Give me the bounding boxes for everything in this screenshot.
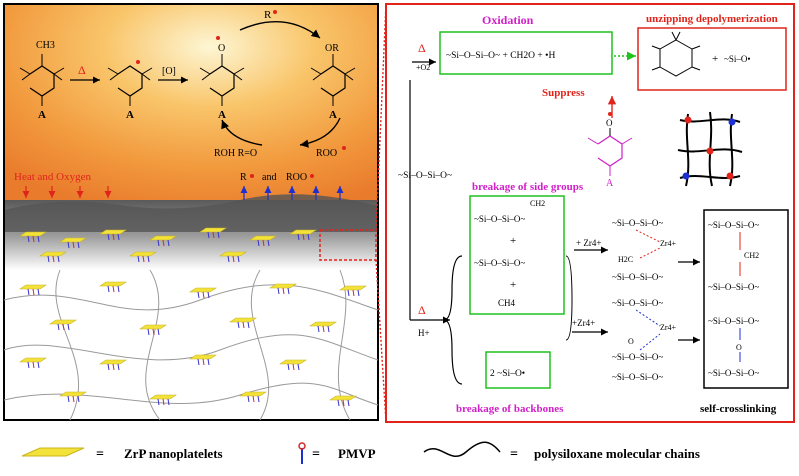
crosslink-product-box [703,209,789,389]
oxidation-title: Oxidation [482,13,534,27]
zr1-chain-top: ~Si–O–Si–O~ [612,218,663,228]
cyclic-siloxane [651,31,701,77]
backbone-product-formula: 2 ~Si–O• [490,369,525,379]
pmvp-legend-label: PMVP [338,446,376,461]
zr2-chain-top: ~Si–O–Si–O~ [612,298,663,308]
parent-chain-formula: ~Si–O–Si–O~ [398,171,452,181]
crosslink-chain-3: ~Si–O–Si–O~ [708,316,759,326]
tempo-molecule: O A [587,112,633,189]
alkoxyamine-or-label: OR [325,43,339,54]
crosslinking-title: self-crosslinking [700,403,777,415]
side-product-ch4: CH4 [498,298,516,308]
step1-arrow: Δ [70,63,100,84]
tempo-a-label: A [606,178,614,189]
heat-delta-label: Δ [78,63,86,77]
radicals-and-label: and [262,172,276,183]
substituent-a-4: A [329,109,337,121]
alkoxyamine-molecule: OR A [310,43,356,121]
nitroxide-o-label: O [218,43,225,54]
legend-equals-2: = [312,447,320,462]
side-groups-box [469,195,565,315]
crosslink-chain-2: ~Si–O–Si–O~ [708,282,759,292]
radicals-r-label: R [240,172,247,183]
legend-equals-3: = [510,447,518,462]
substituent-a-3: A [218,109,226,121]
chain-legend-swatch [423,441,501,458]
o2-label: +O2 [416,63,430,72]
pmvp-legend-swatch [298,442,306,464]
zr1-chain-bottom: ~Si–O–Si–O~ [612,272,663,282]
zr-complex-1: ~Si–O–Si–O~ Zr4+ H2C ~Si–O–Si–O~ [612,218,677,282]
flame-background [4,4,378,218]
right-panel: Oxidation unzipping depolymerization Δ +… [385,3,795,423]
zrp-legend-label: ZrP nanoplatelets [124,446,223,461]
zr2-chain-mid: ~Si–O–Si–O~ [612,352,663,362]
side-product-chain-1: ~Si–O–Si–O~ [474,214,525,224]
degradation-delta: Δ [418,303,426,317]
cyclic-plus: + [712,53,718,65]
zr2-bridge: Zr4+ [660,323,677,332]
oxidation-label: [O] [162,66,176,77]
radicals-roo-label: ROO [286,172,307,183]
zr1-bridge: Zr4+ [660,239,677,248]
crosslink-chain-4: ~Si–O–Si–O~ [708,368,759,378]
radical-r-label: R [264,9,272,21]
side-plus-2: + [510,279,516,291]
nitroxide-molecule: O A [199,36,245,121]
h-plus-label: H+ [418,328,430,338]
byproduct-label: ROH R=O [214,148,257,159]
side-product-chain-2: ~Si–O–Si–O~ [474,258,525,268]
tempo-o-label: O [606,118,613,128]
zoom-selection-box [319,229,377,261]
radicals-label-group: R and ROO [240,172,344,200]
oxidation-product-box [439,31,613,75]
side-product-ch2: CH2 [530,199,545,208]
polymer-matrix [4,270,378,420]
step2-arrow: [O] [158,66,188,84]
left-panel: CH3 A Δ A [O] O A OR A [3,3,379,421]
zrp-legend-swatch [21,447,85,457]
oxidation-delta: Δ [418,41,426,55]
unzipping-title: unzipping depolymerization [646,13,778,25]
left-panel-frame [3,3,379,421]
network-crosslink-icon [677,111,743,187]
methyl-label: CH3 [36,40,55,51]
backbones-title: breakage of backbones [456,403,564,415]
zr1-h2c: H2C [618,255,633,264]
heat-arrows [22,186,112,198]
zr2-chain-bottom: ~Si–O–Si–O~ [612,372,663,382]
crosslink-ch2: CH2 [744,251,759,260]
zoom-connector [375,3,387,423]
zr-complex-2: ~Si–O–Si–O~ Zr4+ O ~Si–O–Si–O~ ~Si–O–Si–… [612,298,677,382]
right-panel-frame [385,3,795,423]
zr-addition-1: + Zr4+ [576,238,601,248]
crosslink-o: O [736,343,742,352]
cyclic-radical-product: ~Si–O• [724,54,751,64]
radical-trap-arrow: R [239,9,321,39]
oxidation-product-formula: ~Si–O–Si–O~ + CH2O + •H [446,51,555,61]
legend: = ZrP nanoplatelets = PMVP = polysiloxan… [21,441,700,464]
heat-oxygen-label: Heat and Oxygen [14,171,91,183]
crosslink-chain-1: ~Si–O–Si–O~ [708,220,759,230]
chains-legend-label: polysiloxane molecular chains [534,446,700,461]
peroxy-radical-label: ROO [316,148,337,159]
backbone-product-box [485,351,551,389]
side-plus-1: + [510,235,516,247]
regeneration-arrows: ROH R=O ROO [214,117,346,159]
legend-equals-1: = [96,447,104,462]
substituent-a-1: A [38,109,46,121]
side-groups-title: breakage of side groups [472,181,584,193]
tmp-molecule-2: A [107,60,153,121]
cyclic-product-box [637,27,787,91]
zr-addition-2: +Zr4+ [572,318,595,328]
zr2-o: O [628,337,634,346]
tmp-molecule-1: CH3 A [19,40,65,121]
suppress-label: Suppress [542,87,585,99]
substituent-a-2: A [126,109,134,121]
